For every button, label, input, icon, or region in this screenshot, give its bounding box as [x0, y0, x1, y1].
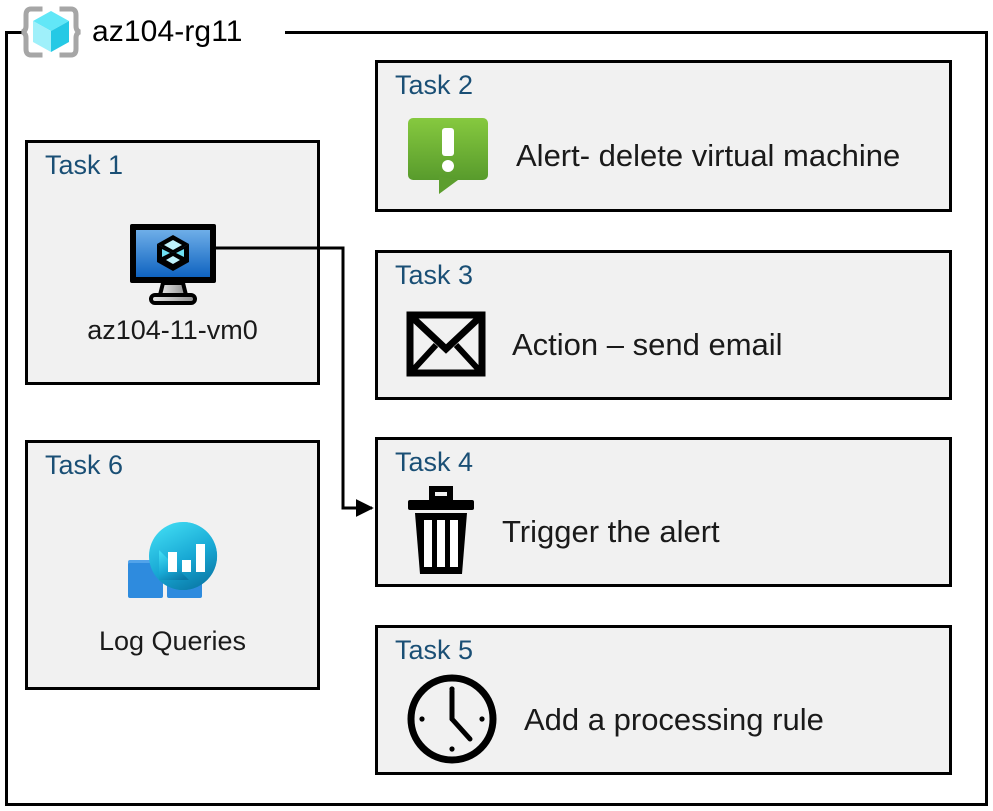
- log-analytics-icon: [120, 516, 226, 618]
- resource-group-header: az104-rg11: [20, 2, 243, 62]
- resource-group-title: az104-rg11: [92, 15, 243, 48]
- task1-label: Task 1: [45, 150, 124, 180]
- resource-group-frame-top-left: [5, 31, 23, 34]
- task3-caption: Action – send email: [512, 326, 783, 362]
- task6-card[interactable]: Task 6: [25, 440, 320, 690]
- task6-label: Task 6: [45, 450, 124, 480]
- alert-icon: [406, 116, 490, 194]
- task3-label: Task 3: [395, 260, 474, 290]
- task4-label: Task 4: [395, 447, 474, 477]
- task2-card[interactable]: Task 2 Alert- delete virtual machine: [375, 60, 952, 212]
- task2-label: Task 2: [395, 70, 474, 100]
- task5-caption: Add a processing rule: [524, 701, 824, 737]
- azure-resource-group-icon: [20, 3, 82, 61]
- resource-group-frame-top-right: [285, 31, 988, 34]
- trash-icon: [406, 485, 476, 577]
- task2-caption: Alert- delete virtual machine: [516, 137, 901, 173]
- task4-caption: Trigger the alert: [502, 513, 720, 549]
- envelope-icon: [406, 311, 486, 377]
- virtual-machine-icon: [127, 221, 219, 307]
- clock-icon: [406, 673, 498, 765]
- task3-card[interactable]: Task 3 Action – send email: [375, 250, 952, 400]
- task5-card[interactable]: Task 5 Add a processing rule: [375, 625, 952, 775]
- task1-caption: az104-11-vm0: [87, 315, 258, 345]
- task1-card[interactable]: Task 1: [25, 140, 320, 385]
- task5-label: Task 5: [395, 635, 474, 665]
- task6-caption: Log Queries: [98, 625, 247, 656]
- task4-card[interactable]: Task 4 Trigger the alert: [375, 437, 952, 587]
